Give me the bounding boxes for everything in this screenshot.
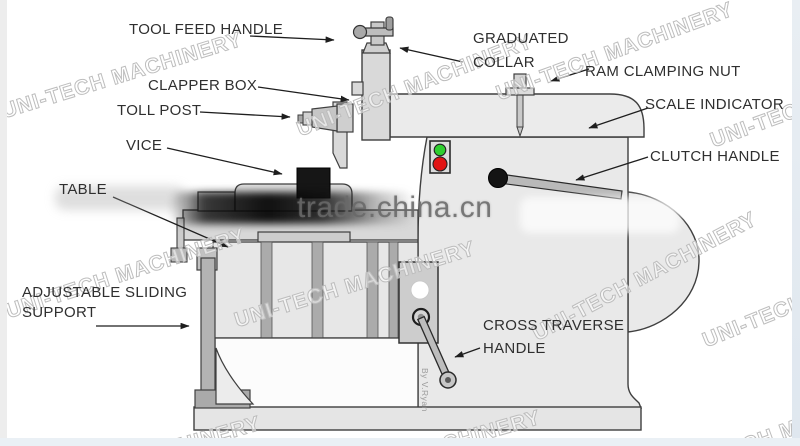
cross-traverse-handle-ball-dot — [445, 377, 451, 383]
arrow-ram-clamping-nut — [550, 68, 590, 82]
tool-bit-tip — [297, 114, 304, 124]
arrow-clutch-handle — [575, 156, 649, 181]
label-scale-indicator: SCALE INDICATOR — [645, 96, 784, 113]
left-edge-strip — [0, 0, 7, 446]
label-tool-feed-handle: TOOL FEED HANDLE — [129, 21, 284, 38]
arrow-tool-feed-handle — [249, 35, 335, 43]
table-clamp-foot — [170, 247, 188, 263]
arrow-graduated-collar — [399, 46, 464, 63]
arrow-toll-post — [199, 111, 291, 120]
label-toll-post: TOLL POST — [117, 102, 202, 119]
saddle-rib — [388, 241, 399, 339]
toolpost-holder — [336, 103, 354, 133]
toolpost-taper — [311, 105, 338, 132]
saddle-rib — [311, 241, 324, 339]
label-cross-traverse-handle: CROSS TRAVERSE HANDLE — [483, 317, 625, 357]
tool-feed-handle-knob — [385, 16, 394, 31]
author-credit: By V.Ryan — [420, 368, 430, 412]
support-column-shaft — [200, 257, 216, 399]
ram-nut-screw — [516, 94, 524, 128]
tool-feed-handle-ball — [352, 24, 368, 40]
saddle-rib — [260, 241, 273, 339]
red-stop-button[interactable] — [432, 156, 448, 172]
arrow-cross-traverse-handle — [454, 347, 481, 358]
traverse-bracket — [398, 261, 439, 344]
ram-nut-head — [513, 73, 527, 89]
arrow-vice — [166, 147, 283, 176]
label-adjustable-sliding-support: ADJUSTABLE SLIDING SUPPORT — [22, 284, 188, 321]
clutch-handle-knob[interactable] — [488, 168, 508, 188]
support-gusset — [215, 347, 255, 405]
label-table: TABLE — [59, 181, 107, 198]
label-clapper-box: CLAPPER BOX — [148, 77, 258, 94]
arrow-table — [112, 196, 229, 248]
green-start-button[interactable] — [433, 143, 447, 157]
bottom-edge-strip — [0, 438, 800, 446]
machine-base — [193, 406, 642, 431]
site-watermark: trade.china.cn — [297, 191, 493, 224]
label-vice: VICE — [126, 137, 163, 154]
arrow-scale-indicator — [588, 107, 649, 129]
blur-smudge-light — [520, 197, 680, 233]
label-graduated-collar: GRADUATED COLLAR — [473, 30, 569, 71]
traverse-bracket-hole — [410, 280, 430, 300]
right-edge-strip — [792, 0, 800, 446]
label-ram-clamping-nut: RAM CLAMPING NUT — [585, 63, 741, 80]
tool-slide-body — [361, 49, 391, 141]
ram-nut-flange — [505, 87, 535, 96]
ram-nut-screw-tip — [516, 126, 524, 138]
saddle-rib — [366, 241, 379, 339]
label-clutch-handle: CLUTCH HANDLE — [650, 148, 780, 165]
blur-smudge-small — [55, 186, 185, 210]
clapper-box-block — [351, 81, 364, 96]
tool-bit-collar — [302, 111, 313, 126]
blur-smudge-dark — [170, 192, 415, 224]
arrow-clapper-box — [257, 86, 350, 103]
